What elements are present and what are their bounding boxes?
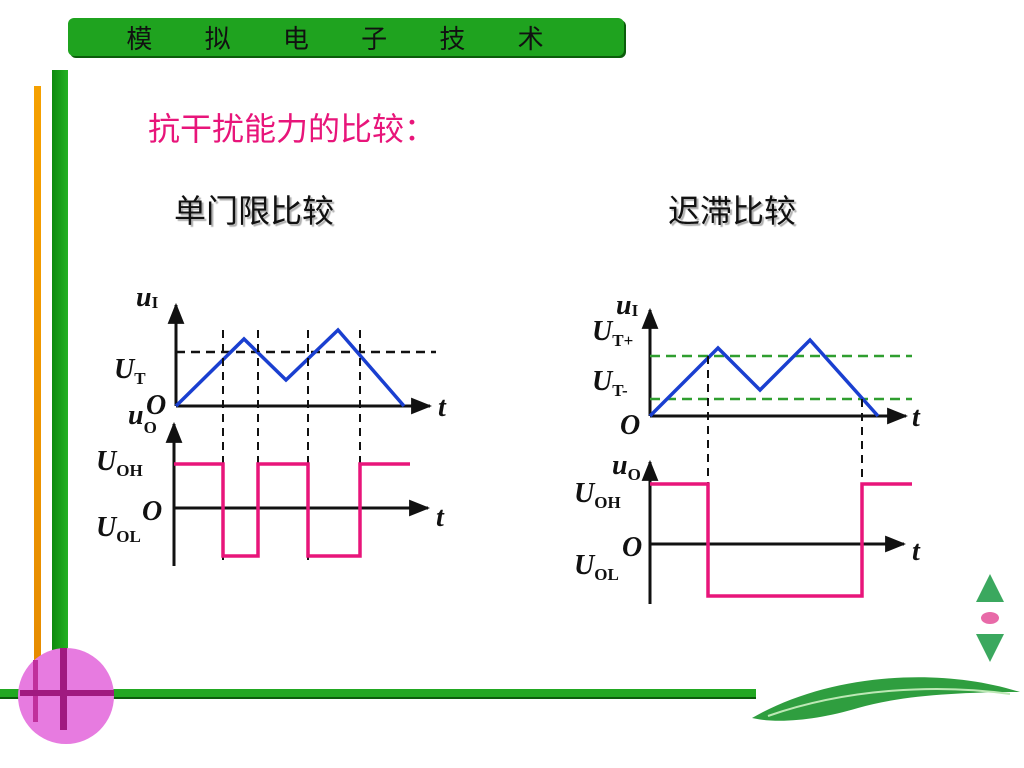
left-output-wave <box>174 462 410 558</box>
bottom-line <box>0 689 756 697</box>
right-time2-label: t <box>912 536 921 567</box>
bottom-line-shadow <box>0 697 756 699</box>
left-origin2-label: O <box>142 496 162 527</box>
left-stripe-green <box>52 70 68 670</box>
right-origin-label: O <box>620 410 640 441</box>
right-panel: uI UT+ UT- O t uO UOH O t UOL <box>574 290 921 604</box>
left-uol-label: UOL <box>96 512 141 546</box>
slide-nav <box>976 574 1004 662</box>
left-input-label: uI <box>136 282 159 313</box>
pink-bar-decoration <box>60 648 67 730</box>
left-stripe-orange <box>34 86 41 722</box>
left-panel: uI UT uO O t UOH O t UOL <box>96 282 447 566</box>
main-heading: 抗干扰能力的比较： <box>148 110 437 148</box>
nav-up-icon[interactable] <box>976 574 1004 602</box>
header-title: 模 拟 电 子 技 术 <box>126 24 566 55</box>
right-time-label: t <box>912 402 921 433</box>
right-upper-threshold-label: UT+ <box>592 316 633 350</box>
left-input-wave <box>174 327 406 408</box>
header-bar: 模 拟 电 子 技 术 <box>68 18 624 56</box>
nav-down-icon[interactable] <box>976 634 1004 662</box>
right-output-wave <box>650 482 912 598</box>
left-origin-label: O <box>146 390 166 421</box>
left-uoh-label: UOH <box>96 446 143 480</box>
right-uol-label: UOL <box>574 550 619 584</box>
right-lower-threshold-label: UT- <box>592 366 628 400</box>
right-uoh-label: UOH <box>574 478 621 512</box>
left-threshold-label: UT <box>114 354 146 388</box>
right-panel-title: 迟滞比较 <box>668 192 797 230</box>
right-origin2-label: O <box>622 532 642 563</box>
left-time2-label: t <box>436 502 445 533</box>
right-output-label: uO <box>612 450 641 484</box>
left-time-label: t <box>438 392 447 423</box>
pink-bar-decoration <box>20 690 114 696</box>
left-output-label: uO <box>128 400 157 437</box>
right-input-label: uI <box>616 290 639 321</box>
right-input-wave <box>648 337 880 418</box>
nav-dot-icon[interactable] <box>981 612 999 624</box>
left-panel-title: 单门限比较 <box>174 192 335 230</box>
leaf-decoration-icon <box>752 677 1020 721</box>
